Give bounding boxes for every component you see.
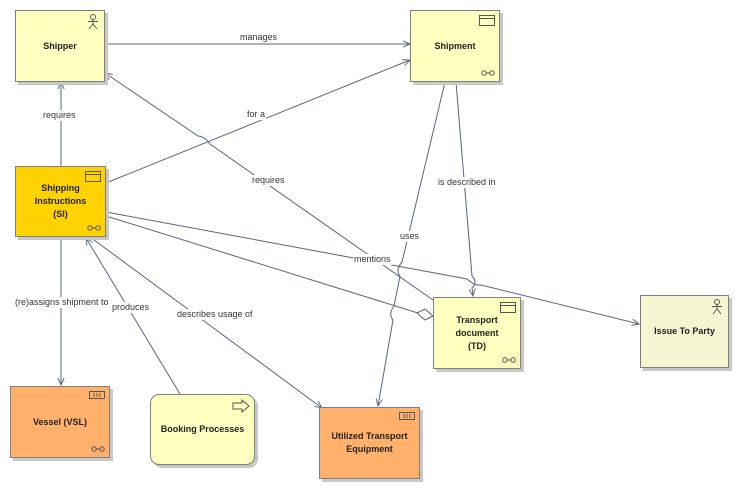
node-si-label: Shipping Instructions (SI): [34, 183, 87, 219]
business-object-icon: [85, 171, 101, 182]
node-ute-label: Utilized Transport Equipment: [331, 431, 408, 454]
node-shipper[interactable]: Shipper: [15, 10, 105, 82]
node-booking-processes[interactable]: Booking Processes: [150, 394, 255, 465]
actor-icon: [88, 14, 98, 30]
label-is-described-in: is described in: [437, 177, 497, 188]
label-uses: uses: [399, 231, 421, 242]
edge-aggregation[interactable]: [105, 215, 419, 314]
business-object-icon: [479, 15, 495, 26]
association-icon: [481, 70, 495, 76]
node-shipping-instructions[interactable]: Shipping Instructions (SI): [15, 166, 106, 237]
edge-mentions[interactable]: [105, 211, 639, 324]
label-mentions: mentions: [353, 254, 392, 265]
label-manages: manages: [239, 32, 279, 43]
process-arrow-icon: [232, 399, 250, 413]
node-shipper-label: Shipper: [43, 40, 77, 51]
association-icon: [502, 357, 516, 363]
association-icon: [87, 225, 101, 231]
label-for-a: for a: [246, 109, 267, 120]
edge-uses[interactable]: [378, 81, 446, 406]
aggregation-diamond: [416, 308, 434, 321]
node-issue-to-party[interactable]: Issue To Party: [640, 295, 729, 368]
node-td-label: Transport document (TD): [455, 314, 499, 351]
node-vessel[interactable]: Vessel (VSL): [10, 386, 110, 458]
edge-produces[interactable]: [86, 238, 181, 395]
label-describes-usage: describes usage of: [176, 309, 254, 320]
label-requires-td: requires: [251, 175, 286, 186]
association-icon: [91, 446, 105, 452]
actor-icon: [712, 299, 722, 315]
label-reassigns: (re)assigns shipment to: [14, 297, 110, 308]
node-booking-processes-label: Booking Processes: [160, 424, 245, 434]
edge-for-a[interactable]: [105, 60, 410, 184]
node-shipment[interactable]: Shipment: [410, 10, 500, 82]
equipment-icon: [399, 412, 415, 420]
edge-is-described-in[interactable]: [455, 81, 475, 296]
node-vessel-label: Vessel (VSL): [32, 416, 88, 427]
label-produces: produces: [111, 302, 151, 313]
equipment-icon: [89, 391, 105, 399]
label-requires-si: requires: [42, 110, 77, 121]
edge-describes-usage[interactable]: [89, 236, 322, 408]
business-object-icon: [500, 302, 516, 313]
node-shipment-label: Shipment: [434, 40, 476, 51]
node-utilized-transport-equipment[interactable]: Utilized Transport Equipment: [319, 407, 420, 479]
node-issue-to-party-label: Issue To Party: [654, 326, 715, 336]
edge-requires-td[interactable]: [105, 73, 434, 301]
node-transport-document[interactable]: Transport document (TD): [433, 297, 521, 369]
